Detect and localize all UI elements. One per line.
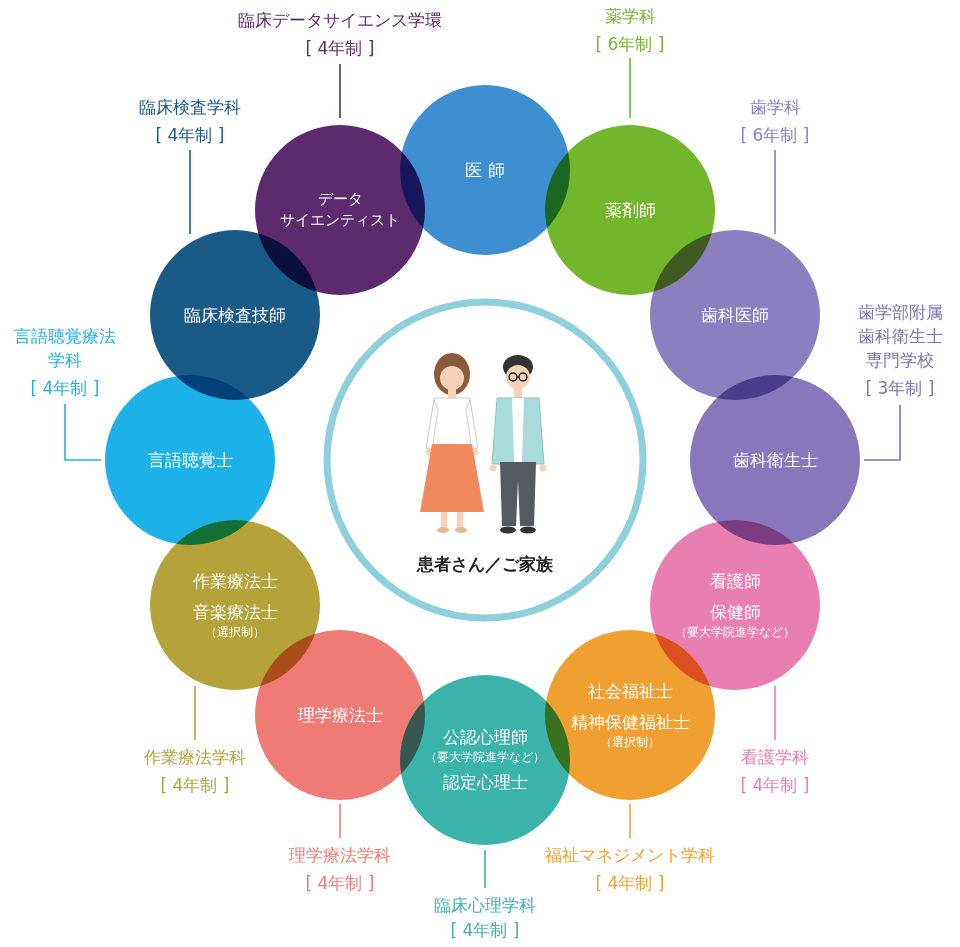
department-label: [ 4年制 ] <box>135 773 255 797</box>
profession-name: データ サイエンティスト <box>265 189 415 230</box>
leader-line <box>65 404 101 460</box>
profession-circle: データ サイエンティスト <box>255 125 425 295</box>
hand <box>490 465 497 472</box>
profession-name: 言語聴覚士 <box>148 449 233 472</box>
department-label: [ 6年制 ] <box>570 32 690 56</box>
department-label: 理学療法学科 <box>260 843 420 867</box>
leader-line <box>339 64 341 118</box>
leader-line <box>189 150 191 234</box>
leg <box>441 512 447 528</box>
circle-fill <box>150 520 320 690</box>
glasses <box>509 373 527 381</box>
profession-name: 歯科医師 <box>701 304 769 327</box>
department-label: 作業療法学科 <box>115 745 275 769</box>
profession-circle: 公認心理師（要大学院進学など） 認定心理士 <box>400 675 570 845</box>
circle-fill <box>545 630 715 800</box>
circle-fill <box>105 375 275 545</box>
circle-fill <box>690 375 860 545</box>
profession-circle: 歯科医師 <box>650 230 820 400</box>
department-label: [ 3年制 ] <box>850 376 950 400</box>
circle-fill <box>255 125 425 295</box>
profession-circle: 言語聴覚士 <box>105 375 275 545</box>
profession-name: （選択制） <box>205 624 265 640</box>
leader-line <box>629 58 631 118</box>
man-figure <box>490 355 547 534</box>
department-label: [ 4年制 ] <box>715 773 835 797</box>
department-label: 臨床データサイエンス学環 <box>210 8 470 32</box>
circle-shape <box>255 125 425 295</box>
profession-name: 薬剤師 <box>605 199 656 222</box>
leader-line <box>194 686 196 740</box>
jacket <box>492 398 544 464</box>
profession-name: 作業療法士 <box>193 570 278 593</box>
leader-line <box>629 804 631 838</box>
trousers <box>500 462 536 526</box>
profession-name: 認定心理士 <box>443 771 528 794</box>
department-label: 福祉マネジメント学科 <box>520 843 740 867</box>
department-label: [ 4年制 ] <box>280 871 400 895</box>
profession-name: （選択制） <box>600 734 660 750</box>
profession-name: 臨床検査技師 <box>184 304 286 327</box>
department-label: 看護学科 <box>715 745 835 769</box>
profession-name: 社会福祉士 <box>588 680 673 703</box>
department-label: 言語聴覚療法学科 <box>12 324 118 372</box>
hand <box>540 465 547 472</box>
department-label: [ 6年制 ] <box>715 123 835 147</box>
department-label: 歯学部附属歯科衛生士専門学校 <box>855 300 945 372</box>
department-label: 臨床心理学科 <box>405 893 565 917</box>
shoe <box>500 527 516 534</box>
circle-fill <box>400 85 570 255</box>
department-label: 臨床検査学科 <box>110 95 270 119</box>
circle-outline <box>320 295 650 625</box>
department-label: [ 4年制 ] <box>130 123 250 147</box>
profession-name: 音楽療法士 <box>193 601 278 624</box>
woman-figure <box>420 353 484 533</box>
department-label: [ 4年制 ] <box>425 918 545 942</box>
leader-line <box>774 686 776 740</box>
leg <box>457 512 463 528</box>
profession-name: 保健師 <box>710 601 761 624</box>
department-label: 薬学科 <box>570 4 690 28</box>
circle-fill <box>400 675 570 845</box>
neck <box>514 388 522 398</box>
profession-name: （要大学院進学など） <box>675 624 795 640</box>
leader-line <box>774 150 776 234</box>
shoe <box>520 527 536 534</box>
profession-circle: 医 師 <box>400 85 570 255</box>
department-label: [ 4年制 ] <box>10 376 120 400</box>
shoe <box>437 527 449 533</box>
profession-circle: 歯科衛生士 <box>690 375 860 545</box>
profession-name: 公認心理師 <box>443 726 528 749</box>
department-label: 歯学科 <box>715 95 835 119</box>
profession-circle: 作業療法士音楽療法士（選択制） <box>150 520 320 690</box>
neck <box>448 388 456 398</box>
profession-name: 精神保健福祉士 <box>571 711 690 734</box>
face <box>440 366 464 390</box>
profession-name: 理学療法士 <box>298 704 383 727</box>
department-label: [ 4年制 ] <box>570 871 690 895</box>
shirt <box>512 398 524 462</box>
circle-fill <box>650 230 820 400</box>
profession-name: 歯科衛生士 <box>733 449 818 472</box>
profession-name: 医 師 <box>465 159 504 182</box>
profession-circle: 社会福祉士精神保健福祉士（選択制） <box>545 630 715 800</box>
face <box>506 365 530 389</box>
circle-outline <box>327 302 643 618</box>
department-label: [ 4年制 ] <box>280 36 400 60</box>
shoe <box>455 527 467 533</box>
arms <box>426 400 478 450</box>
patient-circle: 患者さん／ご家族 <box>320 295 650 625</box>
profession-name: （要大学院進学など） <box>425 749 545 765</box>
leader-line <box>864 405 900 460</box>
profession-name: 看護師 <box>710 570 761 593</box>
leader-lines <box>65 58 900 888</box>
leader-line <box>484 850 486 888</box>
skirt <box>420 444 484 512</box>
center-caption: 患者さん／ご家族 <box>417 553 553 576</box>
leader-line <box>339 804 341 838</box>
